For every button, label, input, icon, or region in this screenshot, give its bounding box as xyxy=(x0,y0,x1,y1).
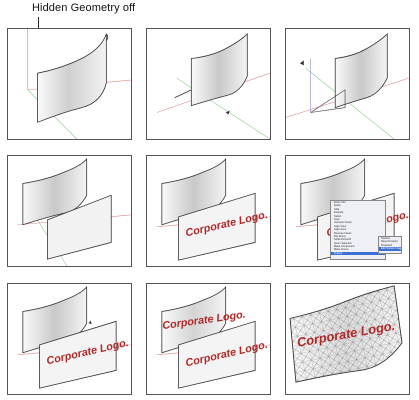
submenu-item[interactable]: Reset Position xyxy=(381,240,398,244)
menu-item[interactable]: Soften/Smooth xyxy=(334,238,352,242)
submenu-item[interactable]: Projected xyxy=(381,243,392,247)
panel-7-projected-texture: Corporate Logo. xyxy=(7,283,132,395)
panel-2-move-axes xyxy=(146,28,271,140)
menu-item[interactable]: Explode xyxy=(334,211,344,215)
panel-6-context-menu: Corporate Logo. Entity Info Erase Hide E… xyxy=(285,155,410,267)
menu-item[interactable]: Hide xyxy=(334,207,340,211)
submenu-item[interactable]: Position xyxy=(381,237,391,240)
menu-item[interactable]: Reverse Faces xyxy=(334,231,352,235)
panel-5-logo-image: Corporate Logo. xyxy=(146,155,271,267)
submenu-item-edit-texture[interactable]: Edit Texture Image xyxy=(379,247,401,251)
panel-3-axes-placed xyxy=(285,28,410,140)
panel-8-paint-surface: Corporate Logo. Corporate Logo. xyxy=(146,283,271,395)
panel-9-textured-surface: Corporate Logo. xyxy=(285,283,410,395)
menu-item[interactable]: Intersect Faces xyxy=(334,221,352,225)
menu-item[interactable]: Align Axes xyxy=(334,228,347,232)
menu-item[interactable]: Make Component xyxy=(334,245,355,249)
menu-item[interactable]: Flip Along xyxy=(334,234,346,238)
menu-item[interactable]: Erase xyxy=(334,204,341,208)
panel-1-hidden-geometry-off xyxy=(7,28,132,140)
menu-item-texture[interactable]: Texture xyxy=(331,251,385,256)
menu-item[interactable]: Select xyxy=(334,214,342,218)
menu-item[interactable]: Zoom Selection xyxy=(334,241,353,245)
callout-label: Hidden Geometry off xyxy=(32,2,136,14)
menu-item[interactable]: Align View xyxy=(334,224,347,228)
panel-4-add-rectangle xyxy=(7,155,132,267)
texture-submenu[interactable]: Position Reset Position Projected Edit T… xyxy=(378,236,402,254)
context-menu[interactable]: Entity Info Erase Hide Explode Select Ar… xyxy=(330,200,386,260)
menu-item[interactable]: Area xyxy=(334,217,340,221)
menu-item[interactable]: Make Group xyxy=(334,248,349,252)
menu-item[interactable]: Entity Info xyxy=(334,201,346,204)
